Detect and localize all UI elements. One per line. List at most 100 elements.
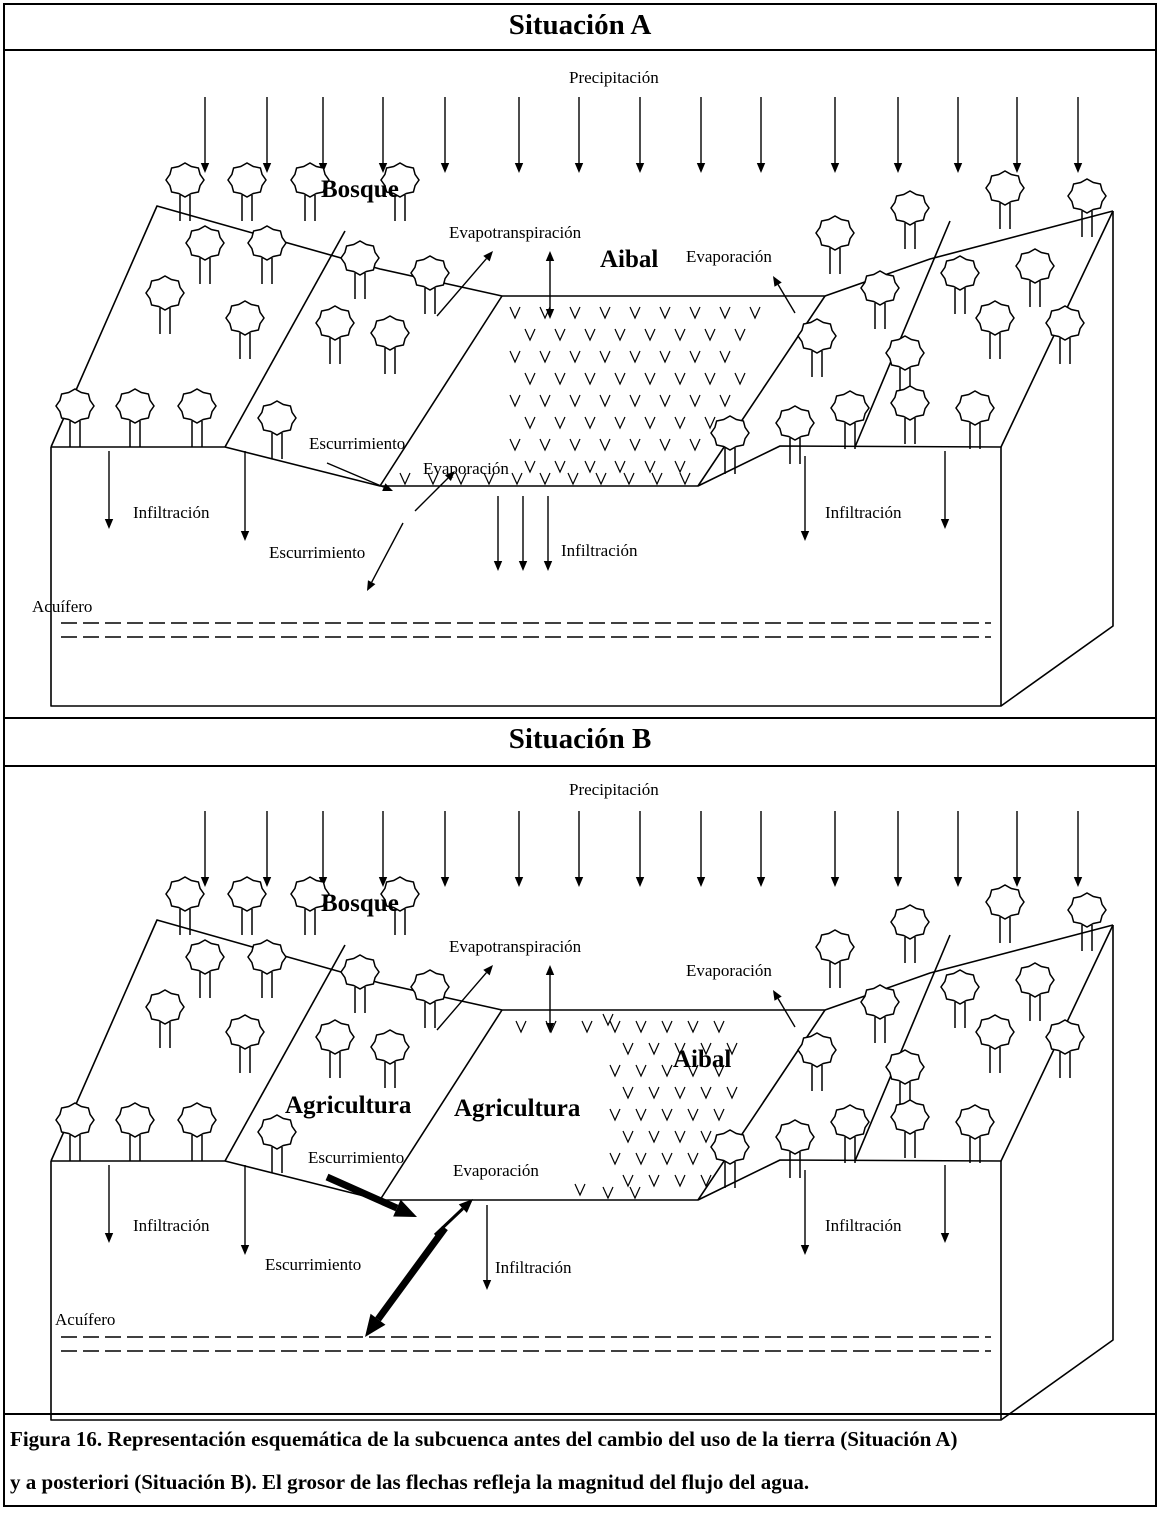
aibal-vegetation-mark-8 bbox=[674, 1042, 686, 1056]
evaporation-top-arrow-shaft bbox=[777, 284, 796, 314]
tree-crown bbox=[975, 1014, 1015, 1050]
slope-divider-right bbox=[854, 934, 951, 1162]
runoff-upper-arrow-head bbox=[393, 1199, 417, 1217]
infiltration-left-label: Infiltración bbox=[133, 503, 210, 522]
tree-crown bbox=[177, 1102, 217, 1138]
tree-6 bbox=[247, 939, 287, 998]
tree-crown bbox=[1015, 248, 1055, 284]
aibal-vegetation-mark-62 bbox=[399, 472, 411, 486]
tree-crown bbox=[370, 315, 410, 351]
aibal-vegetation-mark-31 bbox=[674, 372, 686, 386]
tree-14 bbox=[115, 388, 155, 447]
tree-16 bbox=[257, 400, 297, 459]
precipitation-arrow-8 bbox=[635, 811, 645, 887]
infiltration-arrow-left-2-head bbox=[240, 1245, 250, 1255]
tree-crown bbox=[225, 300, 265, 336]
precipitation-arrow-7 bbox=[574, 97, 584, 173]
aibal-vegetation-mark-38 bbox=[629, 394, 641, 408]
aibal-vegetation-mark-72 bbox=[679, 472, 691, 486]
infiltration-arrow-right-1 bbox=[800, 1170, 810, 1255]
aibal-vegetation-mark-48 bbox=[704, 416, 716, 430]
aibal-vegetation-mark-20 bbox=[726, 1086, 738, 1100]
tree-crown bbox=[115, 388, 155, 424]
aibal-vegetation-mark-19 bbox=[539, 350, 551, 364]
aibal-vegetation-mark-28 bbox=[584, 372, 596, 386]
tree-crown bbox=[165, 162, 205, 198]
tree-crown bbox=[410, 969, 450, 1005]
aibal-vegetation-mark-70 bbox=[623, 472, 635, 486]
evapotranspiration-arrow bbox=[436, 251, 493, 317]
tree-31 bbox=[955, 390, 995, 449]
forest-label: Bosque bbox=[321, 890, 399, 917]
tree-crown bbox=[370, 1029, 410, 1065]
runoff-upper-arrow-shaft bbox=[326, 462, 385, 488]
tree-27 bbox=[1045, 1019, 1085, 1078]
aibal-vegetation-mark-3 bbox=[569, 306, 581, 320]
precipitation-arrow-11 bbox=[830, 811, 840, 887]
infiltration-arrow-center-1-head bbox=[482, 1280, 492, 1290]
tree-crown bbox=[165, 876, 205, 912]
aibal-vegetation-mark-71 bbox=[651, 472, 663, 486]
aibal-vegetation-mark-24 bbox=[687, 1108, 699, 1122]
aibal-vegetation-mark-26 bbox=[622, 1130, 634, 1144]
aibal-vegetation-mark-21 bbox=[599, 350, 611, 364]
precipitation-arrow-12 bbox=[893, 811, 903, 887]
precipitation-label: Precipitación bbox=[569, 68, 659, 87]
infiltration-arrow-left-1 bbox=[104, 1165, 114, 1243]
aibal-vegetation-mark-33 bbox=[734, 372, 746, 386]
tree-9 bbox=[340, 954, 380, 1013]
tree-24 bbox=[797, 318, 837, 377]
aibal-vegetation-mark-42 bbox=[524, 416, 536, 430]
aibal-vegetation-mark-12 bbox=[584, 328, 596, 342]
infiltration-arrow-center-2 bbox=[518, 496, 528, 571]
aibal-vegetation-mark-27 bbox=[648, 1130, 660, 1144]
aibal-vegetation-mark-8 bbox=[719, 306, 731, 320]
aibal-vegetation-mark-17 bbox=[648, 1086, 660, 1100]
aibal-vegetation-mark-20 bbox=[569, 350, 581, 364]
tree-21 bbox=[860, 984, 900, 1043]
aibal-vegetation-mark-25 bbox=[719, 350, 731, 364]
runoff-lower-label: Escurrimiento bbox=[265, 1255, 361, 1274]
runoff-upper-arrow-head bbox=[382, 483, 393, 491]
precipitation-arrow-14 bbox=[1012, 97, 1022, 173]
infiltration-arrow-center-1 bbox=[493, 496, 503, 571]
aibal-vegetation-mark-39 bbox=[659, 394, 671, 408]
evaporation-mid-arrow-head bbox=[458, 1199, 473, 1213]
aibal-vegetation-mark-26 bbox=[524, 372, 536, 386]
ground-block-side bbox=[1000, 925, 1114, 1421]
runoff-lower-label: Escurrimiento bbox=[269, 543, 365, 562]
evaporation-mid-label: Evaporación bbox=[423, 459, 509, 478]
tree-crown bbox=[797, 318, 837, 354]
tree-crown bbox=[830, 390, 870, 426]
precipitation-arrow-8-head bbox=[635, 877, 645, 887]
precipitation-arrow-10 bbox=[756, 97, 766, 173]
tree-crown bbox=[225, 1014, 265, 1050]
tree-crown bbox=[975, 300, 1015, 336]
tree-3 bbox=[290, 162, 330, 221]
tree-crown bbox=[247, 939, 287, 975]
aibal-vegetation-mark-23 bbox=[659, 350, 671, 364]
tree-crown bbox=[985, 170, 1025, 206]
panel-b-title: Situación B bbox=[508, 723, 652, 755]
tree-crown bbox=[247, 225, 287, 261]
aibal-vegetation-mark-7 bbox=[648, 1042, 660, 1056]
tree-9 bbox=[340, 240, 380, 299]
precipitation-arrow-3 bbox=[318, 811, 328, 887]
precipitation-arrow-13-head bbox=[953, 877, 963, 887]
precipitation-arrow-15-head bbox=[1073, 163, 1083, 173]
tree-25 bbox=[885, 335, 925, 394]
infiltration-arrow-right-2 bbox=[940, 451, 950, 529]
evapotranspiration-arrow bbox=[436, 965, 493, 1031]
figure-frame: Situación A Precipitación Bosque Aibal E… bbox=[3, 3, 1157, 1507]
panel-a-diagram: Precipitación Bosque Aibal Evapotranspir… bbox=[32, 68, 1114, 707]
aibal-label: Aibal bbox=[600, 246, 658, 273]
tree-5 bbox=[185, 225, 225, 284]
tree-crown bbox=[860, 270, 900, 306]
infiltration-arrow-center-1 bbox=[482, 1205, 492, 1290]
precipitation-arrow-8-head bbox=[635, 163, 645, 173]
precipitation-arrow-10-head bbox=[756, 877, 766, 887]
aibal-vegetation-mark-30 bbox=[609, 1152, 621, 1166]
runoff-upper-label: Escurrimiento bbox=[309, 434, 405, 453]
aibal-vegetation-mark-27 bbox=[554, 372, 566, 386]
tree-crown bbox=[885, 335, 925, 371]
